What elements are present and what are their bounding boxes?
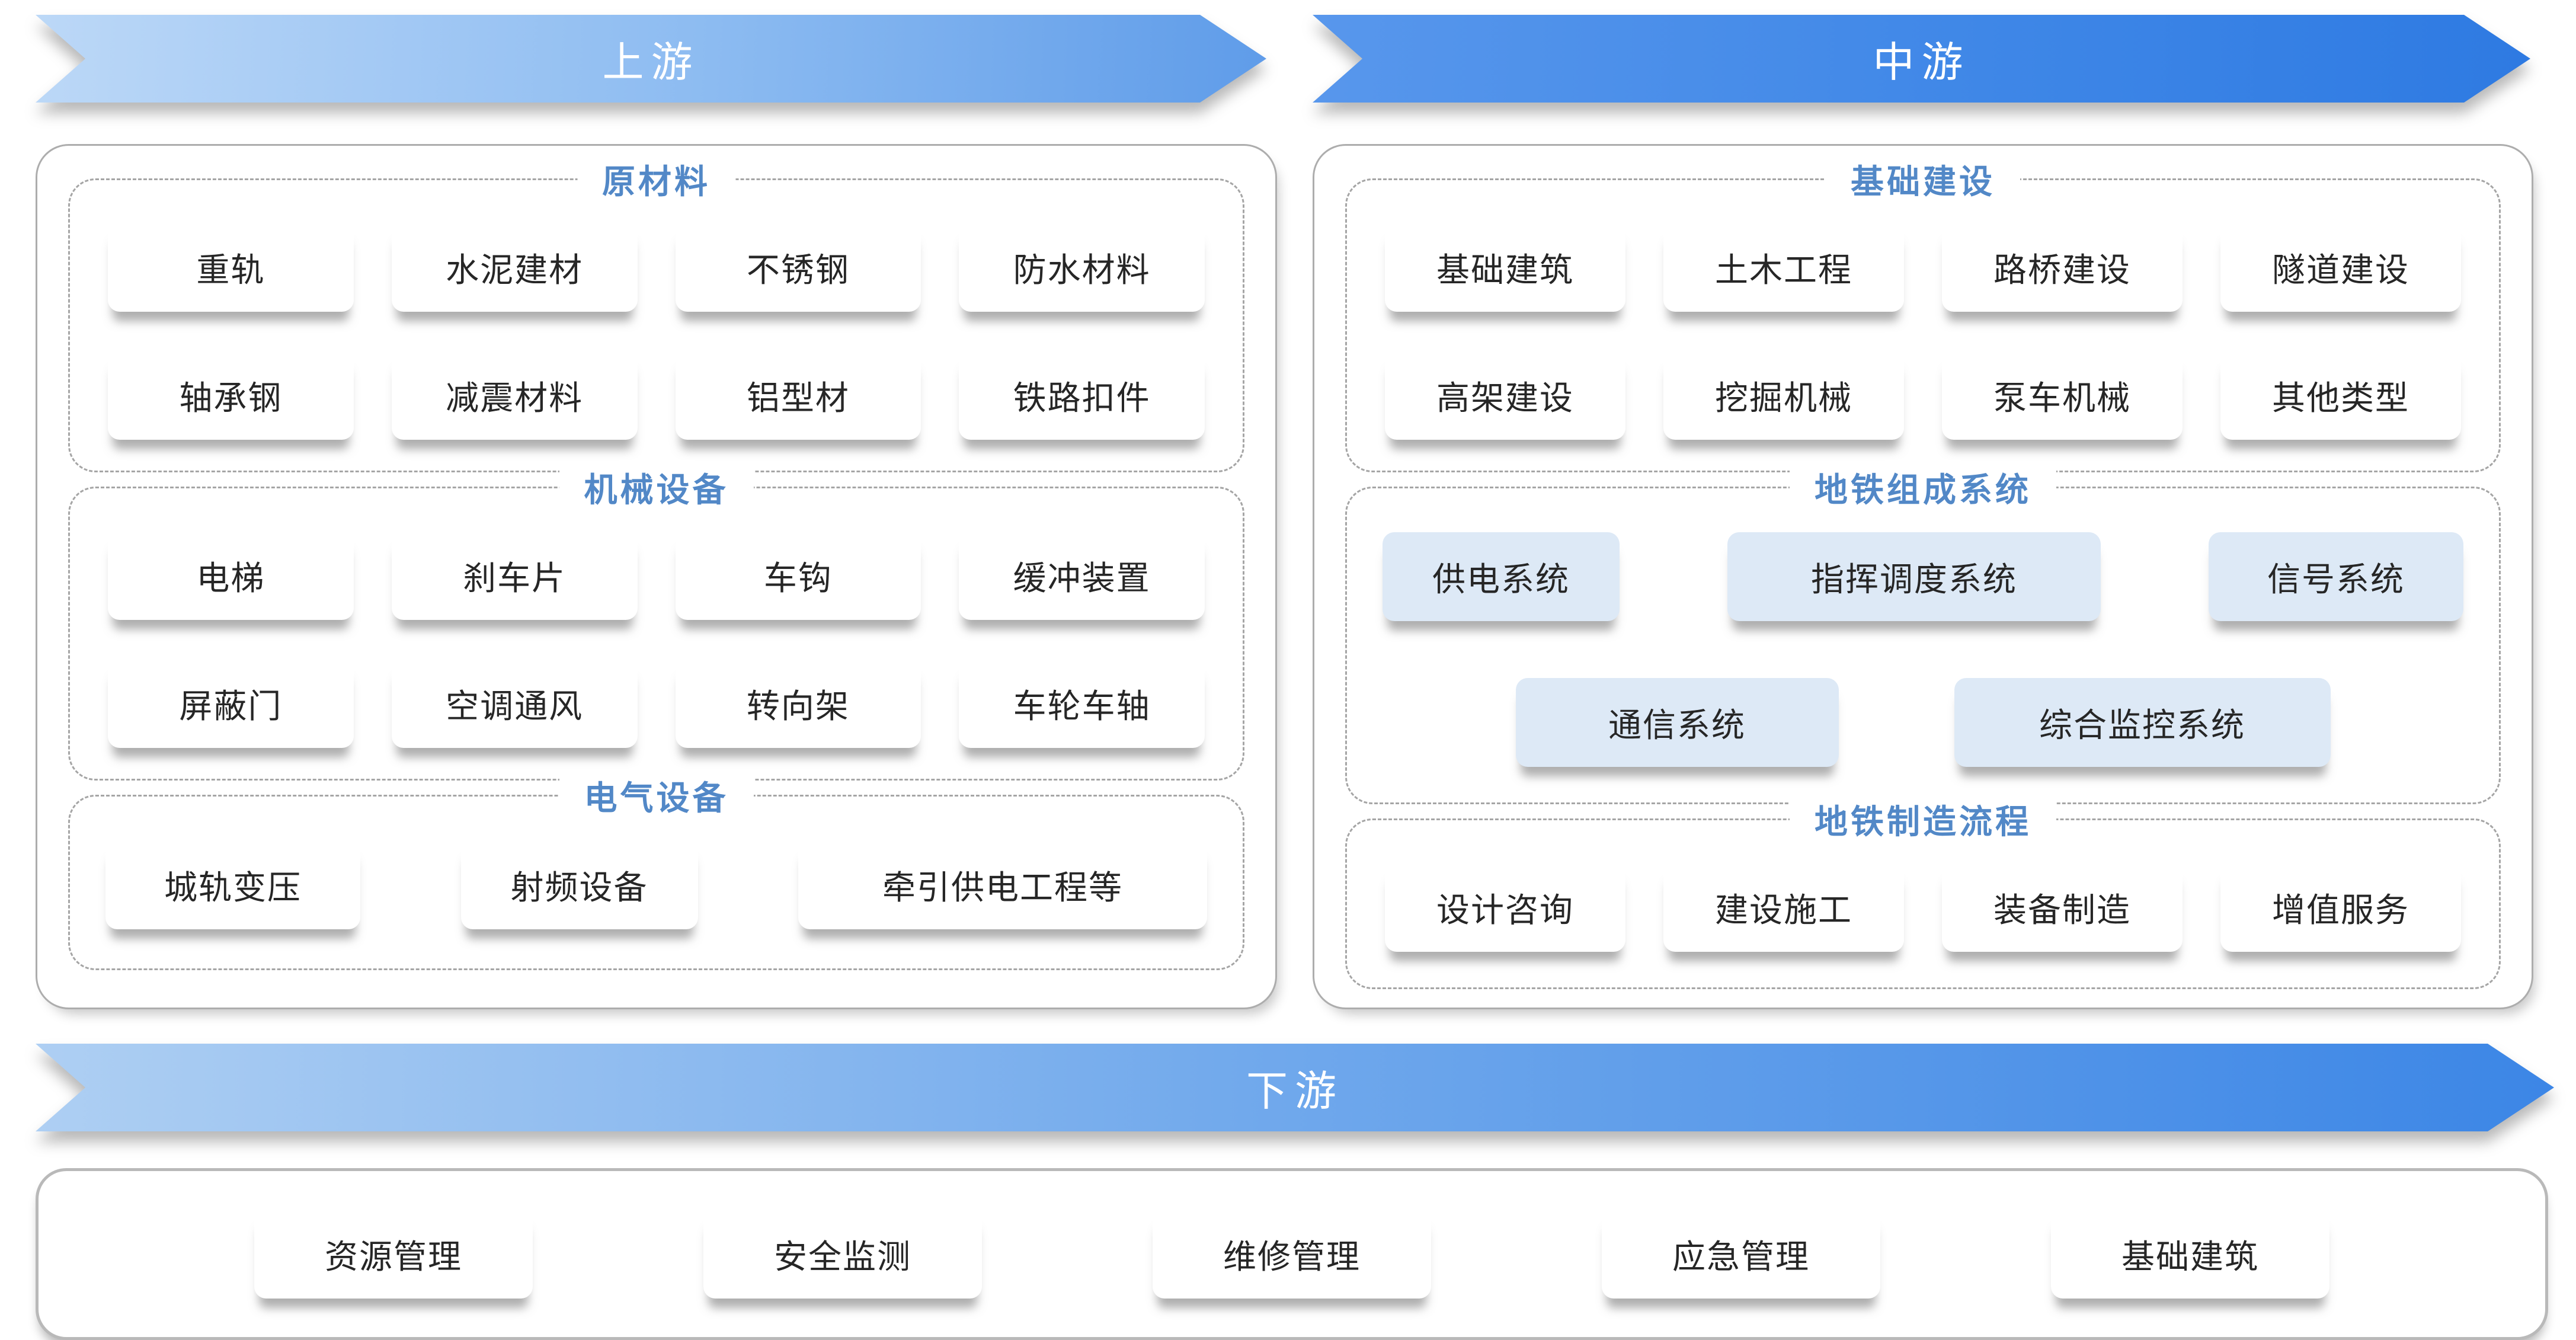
item-card: 铁路扣件 <box>959 351 1205 440</box>
section-title: 机械设备 <box>559 463 754 511</box>
item-card: 路桥建设 <box>1942 223 2183 312</box>
top-banner-row: 上游 中游 <box>36 15 2540 103</box>
item-card: 土木工程 <box>1663 223 1904 312</box>
manufacturing-process-grid: 设计咨询 建设施工 装备制造 增值服务 <box>1347 820 2499 987</box>
section-title: 地铁制造流程 <box>1790 795 2056 843</box>
infrastructure-grid: 基础建筑 土木工程 路桥建设 隧道建设 高架建设 挖掘机械 泵车机械 其他类型 <box>1347 180 2499 471</box>
item-card: 设计咨询 <box>1385 863 1625 952</box>
midstream-panel: 基础建设 基础建筑 土木工程 路桥建设 隧道建设 高架建设 挖掘机械 泵车机械 … <box>1313 144 2533 1009</box>
item-card: 水泥建材 <box>391 223 638 312</box>
item-card: 射频设备 <box>460 840 698 929</box>
item-card: 屏蔽门 <box>108 659 354 748</box>
item-card: 综合监控系统 <box>1954 678 2331 767</box>
item-card: 资源管理 <box>254 1210 533 1299</box>
item-card: 电梯 <box>108 531 354 620</box>
section-title: 基础建设 <box>1826 155 2020 203</box>
item-card: 装备制造 <box>1942 863 2183 952</box>
item-card: 维修管理 <box>1153 1210 1431 1299</box>
bottom-banner-row: 下游 <box>36 1044 2576 1131</box>
item-card: 信号系统 <box>2209 532 2463 621</box>
upstream-banner-label: 上游 <box>602 39 700 85</box>
item-card: 指挥调度系统 <box>1727 532 2101 621</box>
item-card: 城轨变压 <box>105 840 360 929</box>
item-card: 挖掘机械 <box>1663 351 1904 440</box>
item-card: 牵引供电工程等 <box>798 840 1207 929</box>
downstream-panel: 资源管理 安全监测 维修管理 应急管理 基础建筑 <box>36 1168 2548 1340</box>
item-card: 铝型材 <box>675 351 921 440</box>
item-card: 车钩 <box>675 531 921 620</box>
section-metro-systems: 地铁组成系统 供电系统 指挥调度系统 信号系统 通信系统 综合监控系统 <box>1345 463 2501 804</box>
item-card: 建设施工 <box>1663 863 1904 952</box>
item-card: 车轮车轴 <box>959 659 1205 748</box>
item-card: 刹车片 <box>391 531 638 620</box>
downstream-banner: 下游 <box>36 1044 2554 1131</box>
item-card: 增值服务 <box>2220 863 2461 952</box>
section-infrastructure: 基础建设 基础建筑 土木工程 路桥建设 隧道建设 高架建设 挖掘机械 泵车机械 … <box>1345 155 2501 472</box>
mechanical-equipment-grid: 电梯 刹车片 车钩 缓冲装置 屏蔽门 空调通风 转向架 车轮车轴 <box>70 488 1243 779</box>
item-card: 空调通风 <box>391 659 638 748</box>
metro-systems-row-1: 供电系统 指挥调度系统 信号系统 <box>1347 488 2499 660</box>
upstream-panel: 原材料 重轨 水泥建材 不锈钢 防水材料 轴承钢 减震材料 铝型材 铁路扣件 机… <box>36 144 1277 1009</box>
item-card: 不锈钢 <box>675 223 921 312</box>
item-card: 其他类型 <box>2220 351 2461 440</box>
section-title: 地铁组成系统 <box>1790 463 2056 511</box>
section-title: 电气设备 <box>559 771 754 820</box>
section-mechanical-equipment: 机械设备 电梯 刹车片 车钩 缓冲装置 屏蔽门 空调通风 转向架 车轮车轴 <box>68 463 1244 781</box>
midstream-ribbon: 中游 <box>1313 15 2530 103</box>
item-card: 高架建设 <box>1385 351 1625 440</box>
upstream-banner: 上游 <box>36 15 1266 103</box>
item-card: 安全监测 <box>703 1210 982 1299</box>
item-card: 泵车机械 <box>1942 351 2183 440</box>
section-raw-materials: 原材料 重轨 水泥建材 不锈钢 防水材料 轴承钢 减震材料 铝型材 铁路扣件 <box>68 155 1244 472</box>
midstream-banner: 中游 <box>1313 15 2530 103</box>
section-manufacturing-process: 地铁制造流程 设计咨询 建设施工 装备制造 增值服务 <box>1345 795 2501 989</box>
raw-materials-grid: 重轨 水泥建材 不锈钢 防水材料 轴承钢 减震材料 铝型材 铁路扣件 <box>70 180 1243 471</box>
downstream-ribbon: 下游 <box>36 1044 2554 1131</box>
panels-row: 原材料 重轨 水泥建材 不锈钢 防水材料 轴承钢 减震材料 铝型材 铁路扣件 机… <box>36 144 2540 1009</box>
upstream-ribbon: 上游 <box>36 15 1266 103</box>
item-card: 隧道建设 <box>2220 223 2461 312</box>
item-card: 重轨 <box>108 223 354 312</box>
item-card: 基础建筑 <box>1385 223 1625 312</box>
item-card: 减震材料 <box>391 351 638 440</box>
metro-systems-row-2: 通信系统 综合监控系统 <box>1347 660 2499 802</box>
item-card: 通信系统 <box>1515 678 1839 767</box>
downstream-banner-label: 下游 <box>1246 1067 1343 1114</box>
item-card: 缓冲装置 <box>959 531 1205 620</box>
item-card: 基础建筑 <box>2051 1210 2329 1299</box>
item-card: 应急管理 <box>1602 1210 1880 1299</box>
midstream-banner-label: 中游 <box>1873 39 1970 85</box>
item-card: 轴承钢 <box>108 351 354 440</box>
item-card: 供电系统 <box>1383 532 1620 621</box>
electrical-equipment-row: 城轨变压 射频设备 牵引供电工程等 <box>70 797 1243 968</box>
section-title: 原材料 <box>577 155 735 203</box>
section-electrical-equipment: 电气设备 城轨变压 射频设备 牵引供电工程等 <box>68 771 1244 970</box>
item-card: 转向架 <box>675 659 921 748</box>
item-card: 防水材料 <box>959 223 1205 312</box>
